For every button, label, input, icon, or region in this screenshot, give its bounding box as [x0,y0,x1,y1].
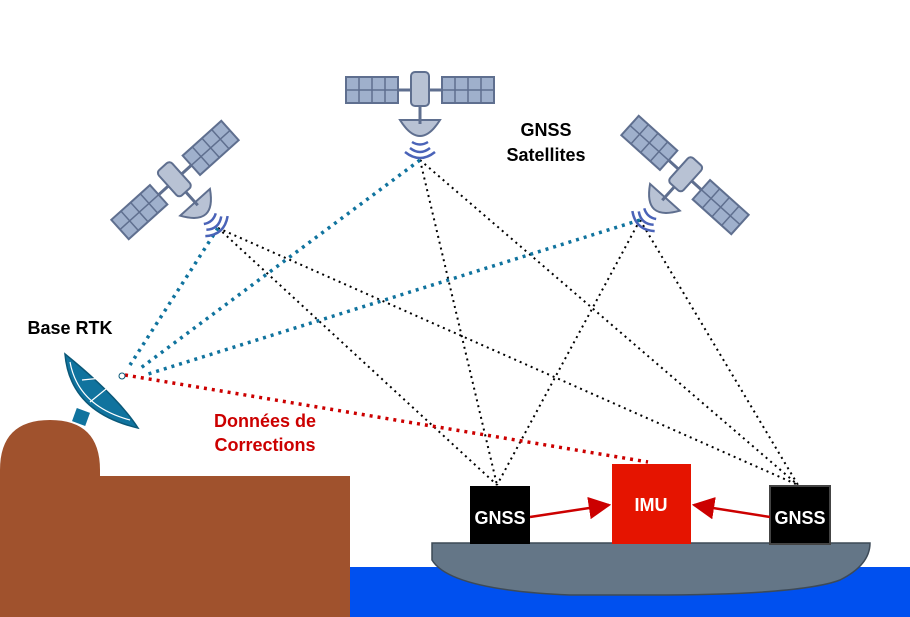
satellites-label-line1: GNSS [520,120,571,140]
gnss-right-label: GNSS [774,508,825,528]
gnss-left-label: GNSS [474,508,525,528]
satellites-label-line2: Satellites [506,145,585,165]
satellite-icon [106,115,277,282]
corrections-label-line2: Corrections [214,435,315,455]
imu-label: IMU [635,495,668,515]
boat-hull [431,542,871,596]
arrow-gnss-left-to-imu [529,496,612,520]
land [0,420,350,617]
satellite-icon [583,110,754,277]
corrections-label-line1: Données de [214,411,316,431]
gnss-right-box [769,485,831,545]
gnss-left-box [470,486,530,544]
base-rtk-label: Base RTK [27,318,112,338]
arrow-gnss-right-to-imu [691,497,771,520]
satellite-dish-icon [64,352,140,430]
imu-box [612,464,691,544]
corrections-link [124,373,649,464]
rtk-links [128,158,641,377]
satellite-icon [344,70,496,160]
satellite-signals [217,159,799,486]
